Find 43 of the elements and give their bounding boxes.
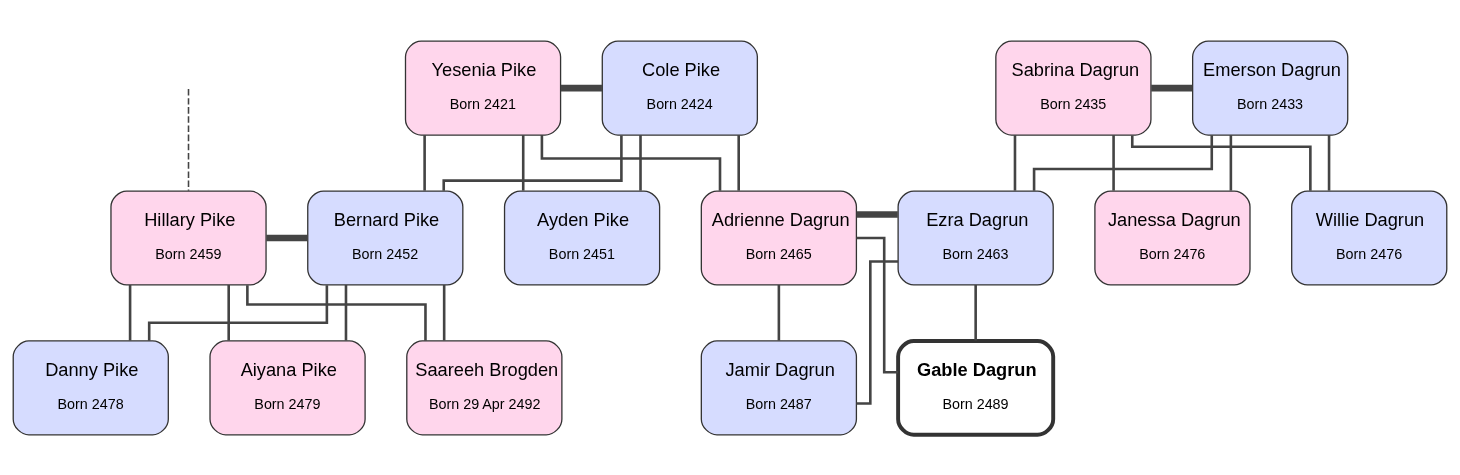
node-box: Saareeh Brogden Born 29 Apr 2492 bbox=[406, 339, 563, 435]
connector bbox=[639, 134, 642, 191]
connector bbox=[856, 210, 898, 218]
connector bbox=[1130, 134, 1312, 191]
connector bbox=[442, 135, 623, 191]
node-box: Emerson Dagrun Born 2433 bbox=[1192, 40, 1349, 136]
node-box: Cole Pike Born 2424 bbox=[601, 40, 758, 136]
connector bbox=[128, 284, 132, 340]
node-box: Danny Pike Born 2478 bbox=[12, 339, 169, 435]
node-box: Ezra Dagrun Born 2463 bbox=[897, 189, 1054, 286]
connector bbox=[344, 284, 348, 340]
node-box: Jamir Dagrun Born 2487 bbox=[700, 339, 858, 435]
connector bbox=[1327, 134, 1331, 191]
connector bbox=[266, 234, 308, 241]
node-box: Hillary Pike Born 2459 bbox=[110, 189, 267, 286]
node-box: Yesenia Pike Born 2421 bbox=[404, 40, 562, 136]
connector bbox=[560, 84, 602, 91]
connector bbox=[974, 284, 977, 340]
node-box: Aiyana Pike Born 2479 bbox=[209, 339, 366, 435]
connector bbox=[1013, 134, 1017, 191]
connector bbox=[521, 134, 525, 191]
connector bbox=[442, 284, 446, 340]
connector bbox=[777, 284, 781, 340]
node-box: Bernard Pike Born 2452 bbox=[307, 189, 464, 286]
connector bbox=[1112, 134, 1115, 191]
connector bbox=[540, 134, 722, 191]
connector bbox=[856, 236, 899, 374]
node-box: Willie Dagrun Born 2476 bbox=[1291, 189, 1448, 286]
node-box: Sabrina Dagrun Born 2435 bbox=[995, 40, 1152, 136]
connector bbox=[187, 87, 190, 192]
connector bbox=[147, 284, 329, 341]
connector bbox=[737, 134, 740, 191]
node-box: Adrienne Dagrun Born 2465 bbox=[700, 189, 858, 286]
connector bbox=[1032, 134, 1214, 191]
node-box: Janessa Dagrun Born 2476 bbox=[1094, 189, 1251, 286]
connector bbox=[856, 259, 898, 405]
connector bbox=[1151, 84, 1193, 91]
node-box: Gable Dagrun Born 2489 bbox=[896, 338, 1056, 437]
node-box: Ayden Pike Born 2451 bbox=[503, 189, 661, 286]
connector bbox=[227, 284, 230, 340]
connector bbox=[423, 134, 426, 191]
connector bbox=[246, 284, 427, 341]
connector bbox=[1229, 134, 1233, 191]
